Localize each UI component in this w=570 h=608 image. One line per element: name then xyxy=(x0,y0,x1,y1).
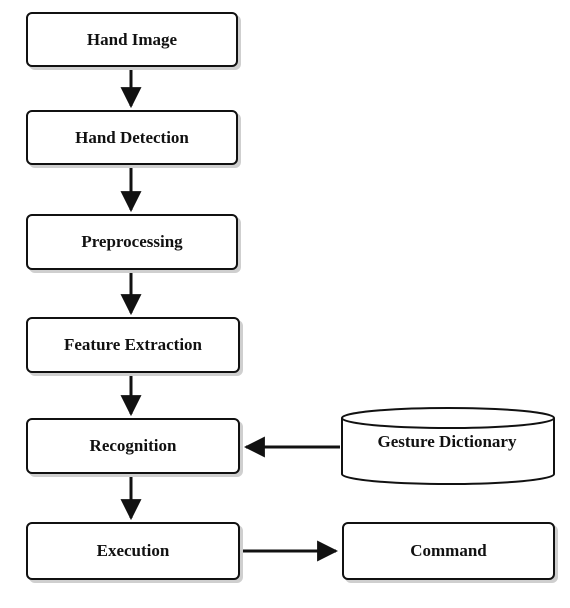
node-hand-detection-label: Hand Detection xyxy=(75,127,189,147)
node-feature-extraction-label: Feature Extraction xyxy=(63,335,202,354)
node-recognition-label: Recognition xyxy=(89,436,177,455)
node-command: Command xyxy=(342,522,555,580)
node-gesture-dictionary-label: Gesture Dictionary xyxy=(377,432,517,451)
gesture-dictionary-database xyxy=(341,407,555,485)
node-execution: Execution xyxy=(26,522,240,580)
node-preprocessing-label: Preprocessing xyxy=(81,232,183,251)
node-recognition: Recognition xyxy=(26,418,240,474)
node-hand-detection: Hand Detection xyxy=(26,110,238,165)
database-top xyxy=(341,407,555,429)
database-body xyxy=(341,418,555,485)
node-preprocessing: Preprocessing xyxy=(26,214,238,270)
node-hand-image: Hand Image xyxy=(26,12,238,67)
node-execution-label: Execution xyxy=(96,541,170,560)
node-feature-extraction: Feature Extraction xyxy=(26,317,240,373)
node-command-label: Command xyxy=(410,541,487,560)
node-hand-image-label: Hand Image xyxy=(86,29,178,49)
